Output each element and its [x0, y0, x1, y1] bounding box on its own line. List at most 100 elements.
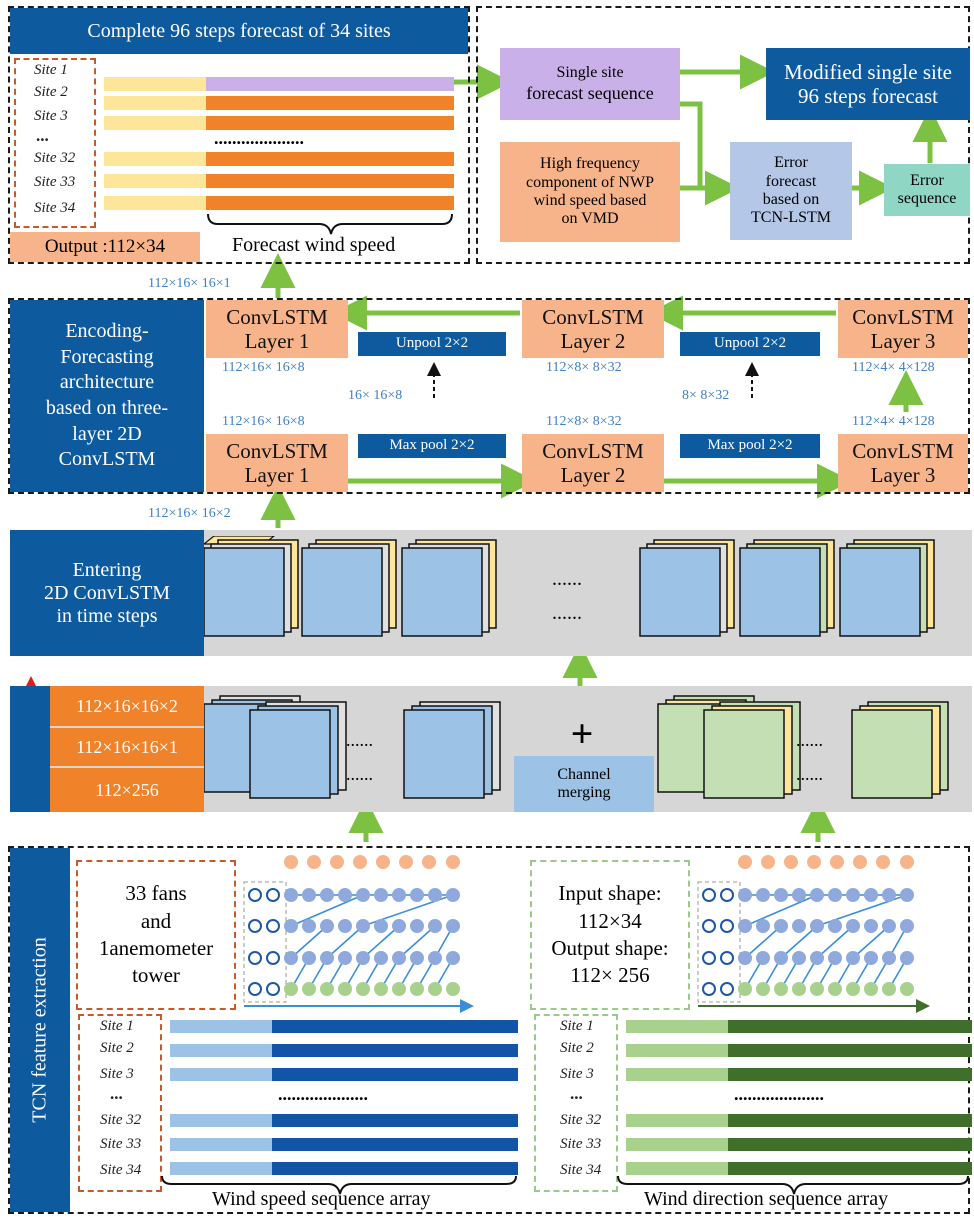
single-site-line1: Single site: [556, 64, 624, 82]
speed-bar-dark: [272, 1114, 518, 1127]
speed-bar-dark: [272, 1020, 518, 1033]
speed-bar-dots: ....................: [278, 1084, 368, 1104]
shape-line3: Output shape:: [551, 936, 669, 960]
speed-sites-box: [78, 1014, 162, 1192]
direction-sites-box: [534, 1014, 618, 1192]
dim-f3: 112×4× 4×128: [852, 360, 935, 375]
speed-stack-3: [403, 701, 501, 799]
maxpool-2: Max pool 2×2: [680, 434, 820, 458]
wind-speed-array-label: Wind speed sequence array: [212, 1188, 431, 1210]
top-sites-box: [14, 58, 96, 228]
err-line2: forecast: [765, 172, 817, 190]
direction-dots-1: ......: [796, 730, 823, 750]
forecast-output-panel: [8, 6, 470, 264]
layer-label: Layer 2: [560, 463, 626, 487]
dir-site-1: Site 1: [560, 1018, 594, 1034]
dir-bar-dark: [728, 1044, 972, 1057]
hf-nwp-box: High frequency component of NWP wind spe…: [500, 142, 680, 242]
entering-dots-2: ......: [552, 602, 582, 624]
bar-orange: [206, 196, 454, 210]
enc-line1: Encoding-: [65, 320, 149, 343]
conv-name: ConvLSTM: [852, 304, 954, 329]
layer-label: Layer 2: [560, 329, 626, 353]
direction-brace: [617, 1175, 969, 1195]
top-dots: ....................: [214, 128, 304, 148]
timestep-stack-6: [839, 539, 935, 637]
speed-bar-light: [170, 1068, 272, 1081]
speed-dots-2: ......: [346, 764, 373, 784]
speed-bar-dark: [272, 1138, 518, 1151]
bar-orange: [206, 174, 454, 188]
bar-yellow: [104, 174, 206, 188]
forecast-convlstm-layer3: ConvLSTM Layer 3: [838, 300, 968, 358]
speed-bar-light: [170, 1020, 272, 1033]
direction-dots-2: ......: [796, 764, 823, 784]
channel-line2: merging: [557, 784, 611, 801]
dir-bar-light: [626, 1162, 728, 1175]
timestep-stack-1: [204, 539, 299, 637]
modified-forecast-box: Modified single site 96 steps forecast: [766, 48, 970, 120]
speed-bar-light: [170, 1114, 272, 1127]
bar-orange: [206, 152, 454, 166]
timestep-stack-2: [301, 539, 397, 637]
conv-name: ConvLSTM: [226, 438, 328, 463]
tcn-network-speed: [243, 855, 474, 1013]
dir-bar-dark: [728, 1138, 972, 1151]
speed-stack-2: [249, 701, 347, 799]
dir-site-33: Site 33: [560, 1136, 602, 1152]
top-site-32: Site 32: [34, 150, 76, 166]
conv-name: ConvLSTM: [226, 304, 328, 329]
entering-side-label: Entering 2D ConvLSTM in time steps: [10, 530, 204, 656]
top-site-1: Site 1: [34, 62, 68, 78]
errseq-line2: sequence: [897, 190, 957, 207]
top-site-34: Site 34: [34, 200, 76, 216]
dir-bar-dark: [728, 1162, 972, 1175]
hf-line2: component of NWP: [526, 173, 654, 191]
dir-bar-dark: [728, 1020, 972, 1033]
dim-e2: 112×8× 8×32: [546, 414, 622, 429]
enc-line5: layer 2D: [72, 422, 142, 445]
fans-info-box: 33 fans and 1anemometer tower: [76, 860, 236, 1010]
err-line1: Error: [774, 154, 808, 172]
dir-bar-dark: [728, 1114, 972, 1127]
dir-bar-dark: [728, 1068, 972, 1081]
modified-line1: Modified single site: [784, 59, 952, 84]
tcn-side-label: TCN feature extraction: [28, 937, 51, 1123]
hf-line3: wind speed based: [533, 192, 647, 209]
dir-site-2: Site 2: [560, 1040, 594, 1056]
forecast-wind-speed-label: Forecast wind speed: [232, 234, 396, 256]
shape-cell-1: 112×16×16×2: [50, 686, 204, 726]
speed-bar-dark: [272, 1044, 518, 1057]
fans-line4: tower: [132, 963, 180, 988]
timestep-stack-3: [401, 539, 497, 637]
direction-stack-2: [703, 701, 801, 799]
dim-f1: 112×16× 16×8: [222, 360, 305, 375]
error-sequence-box: Error sequence: [884, 164, 970, 216]
bar-yellow: [104, 152, 206, 166]
entering-line1: Entering: [72, 558, 142, 581]
speed-site-ellipsis: ...: [110, 1084, 123, 1103]
encode-convlstm-layer1: ConvLSTM Layer 1: [206, 434, 348, 492]
shape-line1: Input shape:: [558, 881, 662, 906]
top-site-ellipsis: ...: [36, 126, 49, 145]
hf-line4: on VMD: [561, 210, 619, 228]
dir-bar-light: [626, 1020, 728, 1033]
speed-bar-dark: [272, 1068, 518, 1081]
channel-line1: Channel: [557, 765, 611, 783]
modified-line2: 96 steps forecast: [798, 84, 938, 108]
dir-bar-light: [626, 1044, 728, 1057]
dim-output: 112×16× 16×1: [148, 276, 231, 291]
speed-site-32: Site 32: [100, 1112, 142, 1128]
conv-name: ConvLSTM: [852, 438, 954, 463]
speed-site-1: Site 1: [100, 1018, 134, 1034]
speed-bar-light: [170, 1044, 272, 1057]
channel-merging-box: Channel merging: [514, 756, 654, 812]
encoding-side-label: Encoding- Forecasting architecture based…: [10, 300, 204, 492]
speed-bar-light: [170, 1162, 272, 1175]
top-site-33: Site 33: [34, 174, 76, 190]
merge-side-strip: [10, 686, 50, 812]
enc-line3: architecture: [59, 371, 155, 394]
shape-cell-2: 112×16×16×1: [50, 728, 204, 766]
shape-line4: 112× 256: [570, 963, 650, 988]
speed-site-2: Site 2: [100, 1040, 134, 1056]
